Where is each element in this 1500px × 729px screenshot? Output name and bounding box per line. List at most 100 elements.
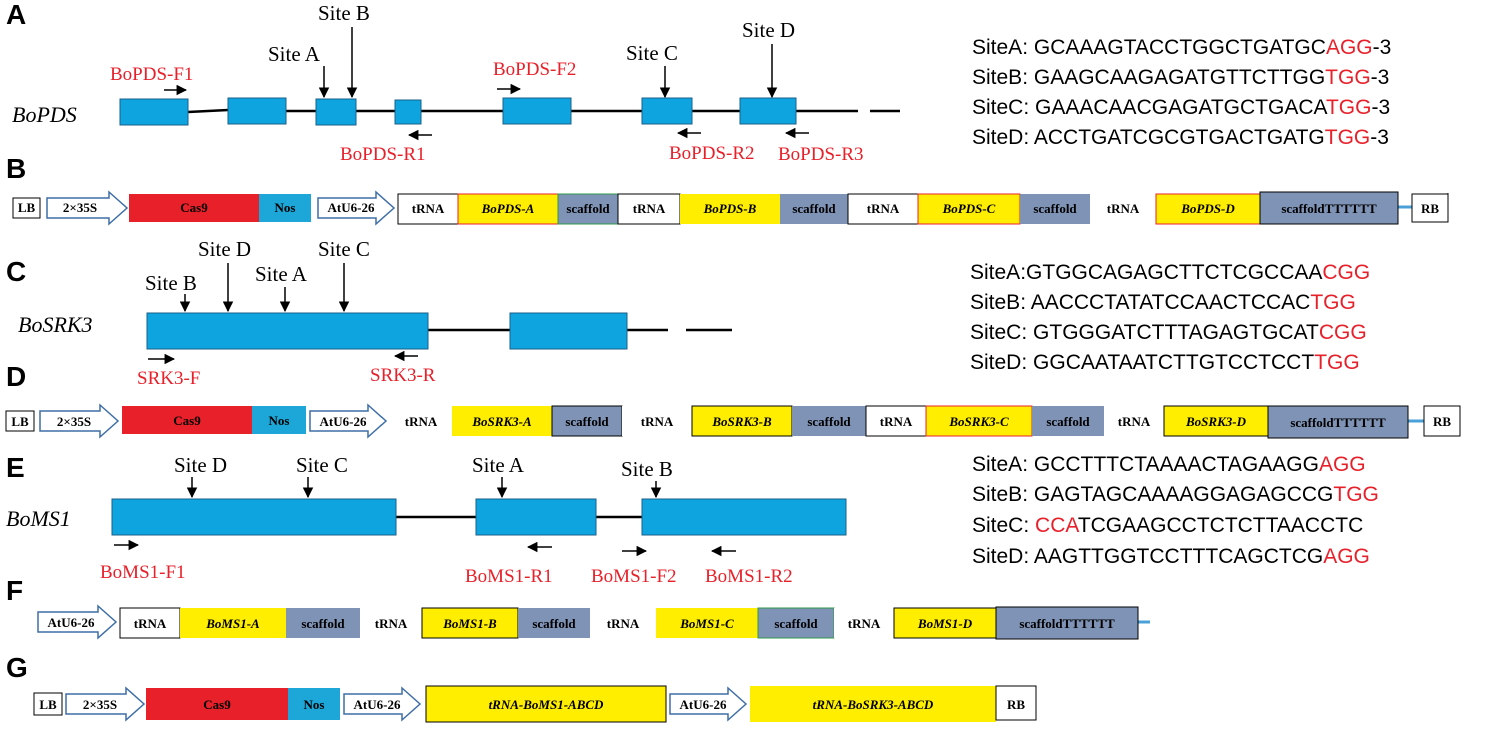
promoter-label: 2×35S [83,697,117,712]
guide-box [457,193,559,225]
lb-label: LB [39,697,57,712]
trna-array-box [425,685,667,723]
exon [475,498,597,536]
trna-box [1104,406,1164,436]
guide-label: BoMS1-C [679,616,734,631]
exon [641,498,847,536]
exon [502,97,572,125]
primer-srk3-f: SRK3-F [137,368,200,389]
scaffold-end-label: scaffoldTTTTTT [1019,616,1115,631]
panel-label-b: B [6,153,26,184]
site-c-label: Site C [296,453,348,477]
array-bosrk3-label: tRNA-BoSRK3-ABCD [813,697,934,712]
seq-line: SiteA: GCAAAGTACCTGGCTGATGCAGG-3 [972,36,1391,59]
guide-label: BoPDS-C [942,201,996,216]
guide-box [1163,405,1269,437]
scaffold-end-label: scaffoldTTTTTT [1290,415,1386,430]
trna-box [617,193,681,225]
seq-line: SiteC: CCATCGAAGCCTCTCTTAACCTC [972,514,1363,537]
cas9-label: Cas9 [203,697,231,712]
seq-line: SiteC: GTGGGATCTTTAGAGTGCATCGG [970,321,1367,344]
primer-bopds-r2: BoPDS-R2 [669,143,755,164]
site-c-label: Site C [318,237,370,261]
site-b-label: Site B [621,457,673,481]
u6-arrow [669,686,748,722]
seq-line: SiteA:GTGGCAGAGCTTCTCGCCAACGG [970,261,1370,284]
boms1-site-sequences: SiteA: GCCTTTCTAAAACTAGAAGGAGG SiteB: GA… [972,453,1379,568]
trna-box [397,193,459,225]
panel-label-g: G [6,652,28,683]
trna-label: tRNA [375,616,408,631]
scaffold-end-box [995,606,1139,640]
exon [641,97,693,125]
trna-box [847,193,919,225]
guide-box [421,607,519,639]
seq-line: SiteB: AACCCTATATCCAACTCCACTGG [970,291,1356,314]
scaffold-box [1020,194,1090,224]
lb-label: LB [11,414,29,429]
trna-box [1090,194,1156,224]
scaffold-label: scaffold [774,616,818,631]
rb-box [995,685,1037,721]
scaffold-label: scaffold [565,414,609,429]
guide-label: BoPDS-A [481,201,535,216]
lb-label: LB [18,200,36,215]
array-boms1-label: tRNA-BoMS1-ABCD [489,697,604,712]
exon [394,99,422,125]
site-c-label: Site C [626,41,678,65]
rb-box [1423,405,1461,437]
promoter-label: 2×35S [57,414,91,429]
scaffold-end-label: scaffoldTTTTTT [1281,201,1377,216]
nos-label: Nos [269,413,290,428]
scaffold-box [518,608,590,638]
trna-label: tRNA [848,616,881,631]
guide-label: BoPDS-B [703,201,757,216]
trna-label: tRNA [405,414,438,429]
u6-arrow [37,604,118,640]
guide-box [452,406,552,436]
primer-bopds-r3: BoPDS-R3 [778,144,864,165]
exon [227,97,287,125]
cas9-box [122,406,252,434]
trna-label: tRNA [134,616,167,631]
lb-box [33,692,63,716]
seq-line: SiteD: ACCTGATCGCGTGACTGATGTGG-3 [972,126,1389,149]
trna-box [834,608,894,638]
nos-box [259,194,311,222]
primer-boms1-r1: BoMS1-R1 [465,566,553,587]
guide-box [656,608,758,638]
panel-label-c: C [6,256,26,287]
trna-label: tRNA [607,616,640,631]
site-a-label: Site A [255,262,308,286]
exon [119,98,189,126]
promoter-arrow [39,403,120,439]
guide-label: BoSRK3-D [1185,414,1247,429]
promoter-arrow [46,190,129,226]
guide-label: BoMS1-D [917,616,973,631]
guide-label: BoMS1-A [205,616,260,631]
trna-box [590,608,656,638]
trna-box [622,406,692,436]
trna-array-box [750,686,996,722]
u6-label: AtU6-26 [680,697,727,712]
nos-label: Nos [275,200,296,215]
scaffold-label: scaffold [566,201,610,216]
scaffold-box [792,406,866,436]
cas9-box [129,194,259,222]
construct-d: LB 2×35S Cas9 Nos AtU6-26 tRNA BoSRK3-A … [5,403,1461,439]
panel-label-a: A [6,0,26,30]
construct-g: LB 2×35S Cas9 Nos AtU6-26 tRNA-BoMS1-ABC… [33,685,1037,723]
guide-label: BoPDS-D [1180,201,1235,216]
guide-box [893,607,997,639]
trna-label: tRNA [1118,414,1151,429]
cas9-label: Cas9 [173,413,201,428]
guide-box [680,194,780,224]
seq-line: SiteD: AAGTTGGTCCTTTCAGCTCGAGG [972,545,1370,568]
seq-line: SiteA: GCCTTTCTAAAACTAGAAGGAGG [972,453,1366,476]
scaffold-box [551,405,623,437]
primer-bopds-r1: BoPDS-R1 [340,144,426,165]
u6-arrow [309,403,388,439]
u6-label: AtU6-26 [354,697,401,712]
panel-label-d: D [6,361,26,392]
